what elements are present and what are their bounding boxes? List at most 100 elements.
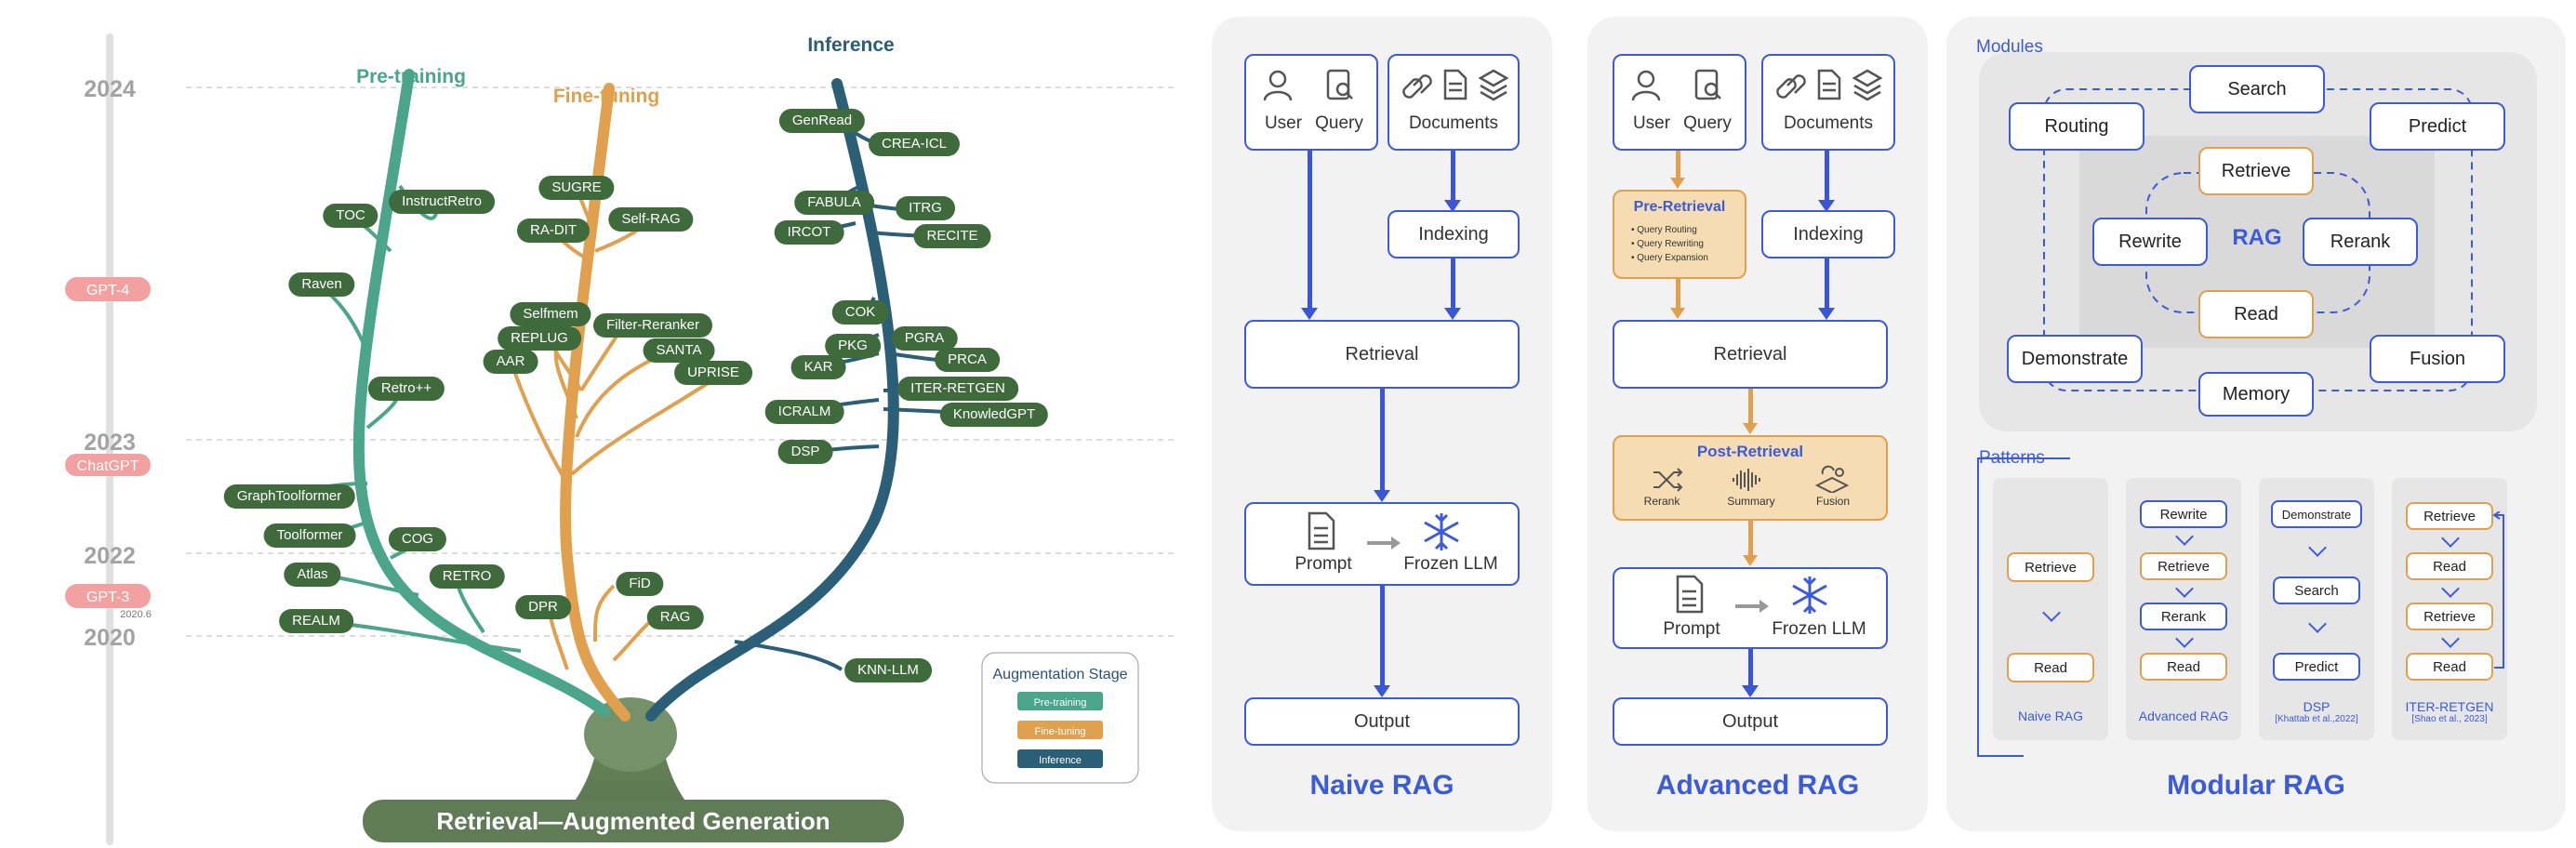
tag-self-rag: Self-RAG bbox=[608, 207, 694, 232]
pattern-dsp-ref: [Khattab et al.,2022] bbox=[2275, 714, 2358, 724]
tag-retro-plus: Retro++ bbox=[367, 377, 445, 401]
adv-pre-item-routing: • Query Routing bbox=[1631, 225, 1697, 235]
adv-arrow-pre-retrieval bbox=[1670, 279, 1685, 319]
adv-documents-label: Documents bbox=[1783, 113, 1874, 133]
naive-arrow-query-retrieval bbox=[1301, 151, 1318, 320]
naive-arrow-docs-indexing bbox=[1444, 151, 1461, 212]
modules-center-rag: RAG bbox=[2232, 225, 2282, 250]
module-read: Read bbox=[2198, 290, 2314, 338]
pattern-dsp-step-demonstrate: Demonstrate bbox=[2271, 500, 2362, 528]
module-retrieve: Retrieve bbox=[2198, 147, 2314, 195]
layers-icon bbox=[1478, 69, 1509, 101]
pattern-advanced-name: Advanced RAG bbox=[2138, 709, 2229, 723]
tag-instructretro: InstructRetro bbox=[389, 190, 495, 214]
modular-rag-title: Modular RAG bbox=[2167, 770, 2345, 801]
tag-dsp: DSP bbox=[777, 440, 833, 464]
patterns-bracket-left bbox=[1977, 457, 1979, 755]
shuffle-icon bbox=[1653, 468, 1683, 492]
naive-retrieval-box: Retrieval bbox=[1244, 320, 1520, 389]
year-2020: 2020 bbox=[84, 625, 136, 651]
branch-title-inference: Inference bbox=[807, 34, 894, 56]
module-memory: Memory bbox=[2198, 372, 2314, 417]
adv-pre-item-rewriting: • Query Rewriting bbox=[1631, 239, 1704, 249]
tag-pkg: PKG bbox=[825, 334, 881, 358]
tag-recite: RECITE bbox=[913, 224, 991, 248]
document-icon bbox=[1817, 69, 1841, 100]
tag-selfmem: Selfmem bbox=[510, 302, 591, 326]
advanced-rag-title: Advanced RAG bbox=[1655, 770, 1860, 801]
tag-knowledgpt: KnowledGPT bbox=[939, 403, 1049, 427]
adv-prompt-llm-icons bbox=[1676, 575, 1827, 614]
pattern-naive-step-retrieve: Retrieve bbox=[2007, 552, 2094, 582]
adv-pre-retrieval-title: Pre-Retrieval bbox=[1633, 199, 1726, 215]
adv-document-icons bbox=[1776, 69, 1883, 101]
tag-uprise: UPRISE bbox=[674, 361, 752, 385]
module-rerank: Rerank bbox=[2303, 218, 2418, 266]
tag-atlas: Atlas bbox=[284, 563, 341, 587]
user-icon bbox=[1263, 70, 1293, 101]
adv-post-item-rerank: Rerank bbox=[1643, 495, 1680, 508]
adv-post-icons bbox=[1653, 465, 1850, 493]
naive-document-icons bbox=[1402, 69, 1509, 101]
module-routing: Routing bbox=[2009, 102, 2144, 151]
pattern-advanced-step-rewrite: Rewrite bbox=[2140, 500, 2227, 528]
prompt-doc-icon bbox=[1676, 575, 1704, 614]
legend-finetuning: Fine-tuning bbox=[1034, 726, 1085, 737]
snowflake-icon bbox=[1424, 513, 1459, 550]
tag-prca: PRCA bbox=[935, 348, 1000, 372]
tag-sugre: SUGRE bbox=[538, 176, 615, 200]
pattern-advanced-step-retrieve: Retrieve bbox=[2140, 552, 2227, 580]
adv-post-item-fusion: Fusion bbox=[1815, 495, 1851, 508]
adv-arrow-llm-output bbox=[1742, 649, 1759, 697]
link-icon bbox=[1402, 74, 1432, 99]
adv-user-query-box bbox=[1613, 54, 1746, 151]
naive-user-query-icons bbox=[1263, 69, 1353, 101]
pattern-dsp-name: DSP bbox=[2303, 699, 2330, 714]
tag-cok: COK bbox=[831, 300, 889, 325]
pattern-advanced-step-rerank: Rerank bbox=[2140, 603, 2227, 630]
patterns-bracket-bottom bbox=[1977, 755, 2024, 757]
legend-pretraining: Pre-training bbox=[1034, 697, 1087, 709]
query-doc-icon bbox=[1694, 69, 1721, 100]
tag-ra-dit: RA-DIT bbox=[517, 219, 590, 243]
naive-frozen-llm-label: Frozen LLM bbox=[1403, 554, 1498, 574]
link-icon bbox=[1776, 74, 1806, 99]
legend-inference: Inference bbox=[1039, 755, 1082, 766]
milestone-gpt4: GPT-4 bbox=[86, 283, 129, 298]
module-fusion: Fusion bbox=[2370, 335, 2505, 383]
milestone-gpt3-date: 2020.6 bbox=[120, 609, 152, 620]
tag-toolformer: Toolformer bbox=[263, 523, 356, 548]
adv-arrow-post-prompt bbox=[1743, 521, 1758, 566]
branch-title-finetuning: Fine-tuning bbox=[553, 86, 659, 107]
module-rewrite: Rewrite bbox=[2092, 218, 2208, 266]
year-2022: 2022 bbox=[84, 543, 136, 569]
tag-filter-reranker: Filter-Reranker bbox=[592, 313, 713, 338]
tag-replug: REPLUG bbox=[498, 326, 581, 351]
tag-pgra: PGRA bbox=[891, 326, 958, 351]
year-2024: 2024 bbox=[84, 76, 136, 102]
milestone-gpt3: GPT-3 bbox=[86, 590, 129, 605]
pattern-iter-step-read-2: Read bbox=[2406, 653, 2493, 681]
pattern-naive-name: Naive RAG bbox=[2017, 709, 2084, 723]
tag-fabula: FABULA bbox=[794, 191, 874, 215]
rag-tree-diagram: 2024 2023 2022 2020 GPT-4 ChatGPT GPT-3 … bbox=[65, 33, 1174, 845]
module-predict: Predict bbox=[2370, 102, 2505, 151]
user-icon bbox=[1631, 70, 1661, 101]
adv-arrow-retrieval-post bbox=[1743, 389, 1758, 434]
tag-iter-retgen: ITER-RETGEN bbox=[897, 377, 1018, 401]
naive-query-label: Query bbox=[1315, 113, 1363, 133]
tag-ircot: IRCOT bbox=[774, 220, 844, 245]
naive-indexing-box: Indexing bbox=[1388, 210, 1520, 258]
tag-fid: FiD bbox=[616, 572, 664, 596]
adv-pre-retrieval-box: Pre-Retrieval • Query Routing • Query Re… bbox=[1613, 190, 1746, 279]
naive-arrow-indexing-retrieval bbox=[1444, 258, 1461, 320]
year-2023: 2023 bbox=[84, 430, 136, 456]
naive-output-box: Output bbox=[1244, 697, 1520, 746]
tag-icralm: ICRALM bbox=[764, 400, 844, 424]
document-icon bbox=[1443, 69, 1467, 100]
naive-arrow-retrieval-prompt bbox=[1374, 389, 1390, 502]
layers-icon bbox=[1852, 69, 1883, 101]
arrow-right-icon bbox=[1367, 537, 1401, 550]
adv-post-item-summary: Summary bbox=[1727, 495, 1775, 508]
naive-documents-label: Documents bbox=[1408, 113, 1499, 133]
